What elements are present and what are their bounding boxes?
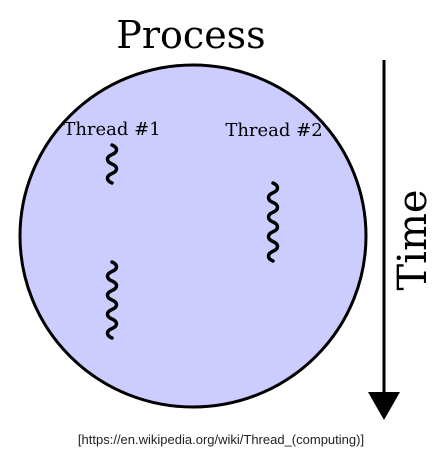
thread-1-squiggle-lower xyxy=(105,260,119,340)
time-arrow-head xyxy=(368,392,400,420)
diagram-title: Process xyxy=(116,13,265,57)
thread-2-label: Thread #2 xyxy=(225,120,322,141)
source-caption: [https://en.wikipedia.org/wiki/Thread_(c… xyxy=(77,432,365,447)
thread-1-squiggle-upper xyxy=(105,143,119,185)
time-label: Time xyxy=(390,189,436,290)
process-circle xyxy=(18,63,368,409)
thread-squiggles xyxy=(105,143,280,340)
thread-2-squiggle xyxy=(266,181,280,263)
thread-1-label: Thread #1 xyxy=(63,119,160,140)
